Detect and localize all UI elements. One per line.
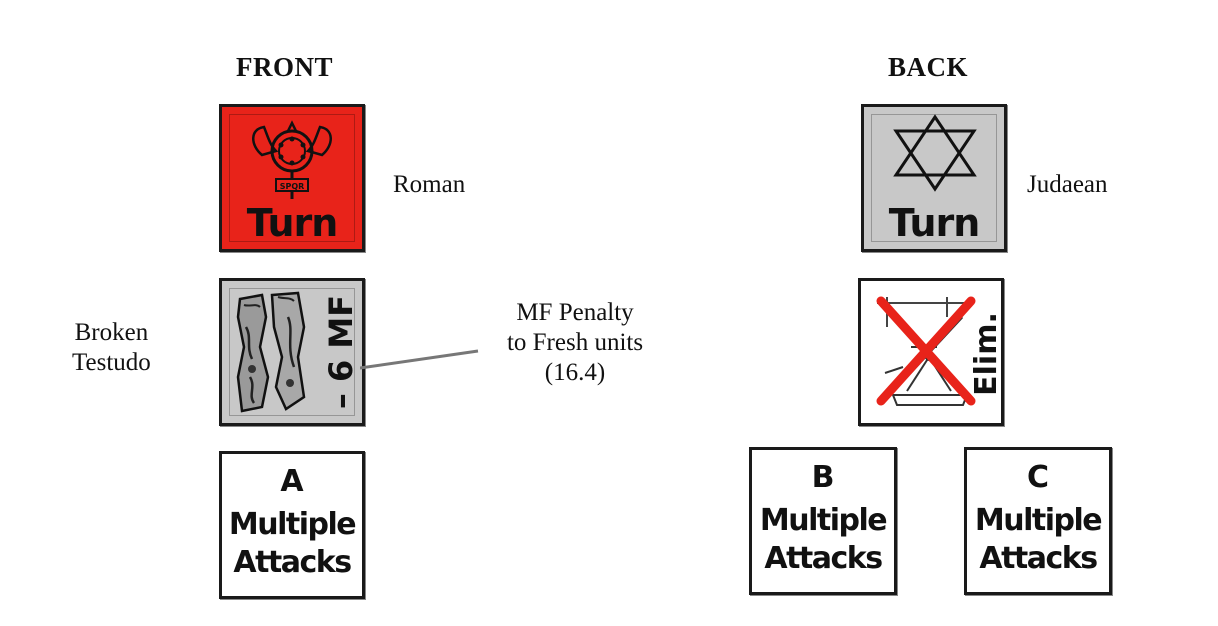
multiple-attacks-c-line2: Attacks [979, 541, 1098, 576]
multiple-attacks-a-letter: A [280, 464, 304, 499]
eliminated-testudo-counter: Elim. [858, 278, 1004, 426]
broken-shield-icon [236, 291, 306, 413]
broken-testudo-counter: – 6 MF [219, 278, 365, 426]
star-of-david-icon [893, 114, 977, 192]
siege-engine-icon [876, 296, 976, 406]
roman-eagle-icon: SPQR [252, 120, 332, 199]
multiple-attacks-a-line1: Multiple [228, 507, 357, 542]
multiple-attacks-c-letter: C [1026, 460, 1050, 495]
back-heading: BACK [888, 52, 969, 82]
callout-line3: (16.4) [544, 359, 606, 386]
multiple-attacks-c-line1: Multiple [974, 503, 1103, 538]
callout-line [360, 349, 479, 370]
multiple-attacks-b-line1: Multiple [759, 503, 888, 538]
roman-turn-counter: SPQR Turn [219, 104, 365, 252]
multiple-attacks-b-letter: B [811, 460, 835, 495]
roman-label: Roman [393, 171, 466, 198]
callout-line1: MF Penalty [516, 299, 634, 326]
judaean-turn-counter: Turn [861, 104, 1007, 252]
broken-testudo-label-line2: Testudo [72, 349, 151, 376]
multiple-attacks-b-line2: Attacks [764, 541, 883, 576]
multiple-attacks-a-counter: A Multiple Attacks [219, 451, 365, 599]
judaean-label: Judaean [1027, 171, 1108, 198]
judaean-turn-text: Turn [888, 201, 981, 245]
mf-penalty-callout: MF Penalty to Fresh units (16.4) [470, 298, 680, 388]
testudo-penalty-text: – 6 MF [322, 294, 360, 410]
elim-text: Elim. [969, 312, 1004, 396]
front-heading: FRONT [236, 52, 333, 82]
broken-testudo-label: Broken Testudo [72, 318, 151, 378]
spqr-text: SPQR [280, 182, 305, 191]
broken-testudo-label-line1: Broken [74, 319, 149, 346]
multiple-attacks-c-counter: C Multiple Attacks [964, 447, 1112, 595]
multiple-attacks-b-counter: B Multiple Attacks [749, 447, 897, 595]
multiple-attacks-a-line2: Attacks [233, 545, 352, 580]
callout-line2: to Fresh units [506, 329, 644, 356]
roman-turn-text: Turn [246, 201, 339, 245]
